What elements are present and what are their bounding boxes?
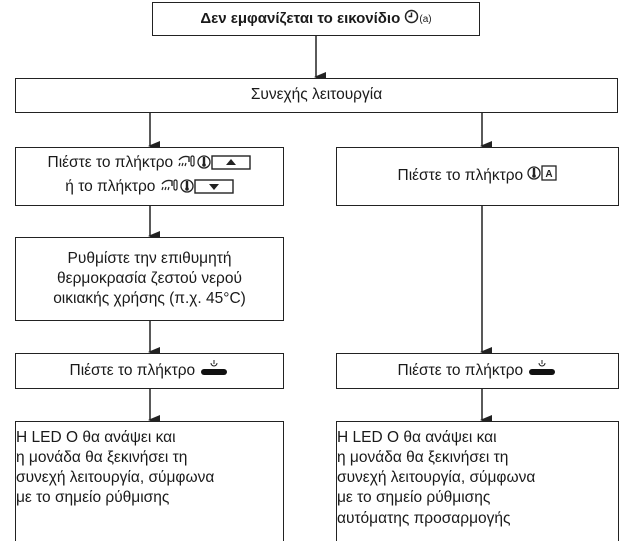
left-press-line1: Πιέστε το πλήκτρο	[48, 153, 252, 176]
set-temperature-line: Ρυθμίστε την επιθυμητή	[67, 249, 232, 267]
set-temperature-box: Ρυθμίστε την επιθυμητή θερμοκρασία ζεστο…	[15, 237, 284, 321]
left-press-power-box: Πιέστε το πλήκτρο	[15, 353, 284, 389]
title-text: Δεν εμφανίζεται το εικονίδιο	[200, 10, 401, 28]
set-temperature-line: θερμοκρασία ζεστού νερού	[57, 269, 242, 287]
left-press-line1-text: Πιέστε το πλήκτρο	[47, 154, 174, 172]
left-result-line: Η LED O θα ανάψει και	[16, 429, 176, 446]
right-result-line: συνεχή λειτουργία, σύμφωνα	[337, 469, 536, 487]
set-temperature-line: οικιακής χρήσης (π.χ. 45°C)	[53, 290, 246, 308]
left-result-line: η μονάδα θα ξεκινήσει τη	[16, 449, 188, 467]
thermometer-icon	[527, 165, 542, 187]
thermometer-icon	[180, 178, 194, 200]
hot-water-tap-icon	[160, 178, 180, 200]
title-box: Δεν εμφανίζεται το εικονίδιο (a)	[152, 2, 480, 36]
right-result-line: με το σημείο ρύθμισης	[337, 489, 491, 507]
left-press-updown-box: Πιέστε το πλήκτρο ή το πλήκτρο	[15, 147, 284, 206]
title-footnote: (a)	[419, 13, 432, 25]
left-press-line2: ή το πλήκτρο	[65, 177, 234, 200]
right-press-auto-box: Πιέστε το πλήκτρο A	[336, 147, 619, 206]
continuous-operation-box: Συνεχής λειτουργία	[15, 78, 618, 113]
right-press-auto-text: Πιέστε το πλήκτρο	[397, 167, 524, 185]
power-button-icon[interactable]	[199, 359, 229, 383]
up-arrow-button-icon[interactable]	[211, 155, 252, 176]
right-result-line: η μονάδα θα ξεκινήσει τη	[337, 449, 509, 467]
power-button-icon[interactable]	[527, 359, 557, 383]
timer-icon	[404, 9, 419, 30]
right-press-power-box: Πιέστε το πλήκτρο	[336, 353, 619, 389]
left-result-line: με το σημείο ρύθμισης	[16, 489, 170, 507]
right-press-power-text: Πιέστε το πλήκτρο	[397, 361, 524, 379]
right-result-line: Η LED O θα ανάψει και	[337, 429, 497, 446]
down-arrow-button-icon[interactable]	[194, 178, 234, 200]
thermometer-icon	[197, 154, 212, 176]
right-result-line: αυτόματης προσαρμογής	[337, 509, 511, 527]
hot-water-tap-icon	[177, 154, 197, 176]
left-result-box: Η LED O θα ανάψει και η μονάδα θα ξεκινή…	[15, 421, 284, 541]
right-result-box: Η LED O θα ανάψει και η μονάδα θα ξεκινή…	[336, 421, 619, 541]
left-result-line: συνεχή λειτουργία, σύμφωνα	[16, 469, 215, 487]
auto-mode-icon[interactable]: A	[541, 165, 558, 187]
left-press-line2-text: ή το πλήκτρο	[65, 177, 156, 195]
left-press-power-text: Πιέστε το πλήκτρο	[69, 361, 196, 379]
svg-text:A: A	[546, 169, 553, 180]
continuous-operation-label: Συνεχής λειτουργία	[250, 86, 383, 104]
